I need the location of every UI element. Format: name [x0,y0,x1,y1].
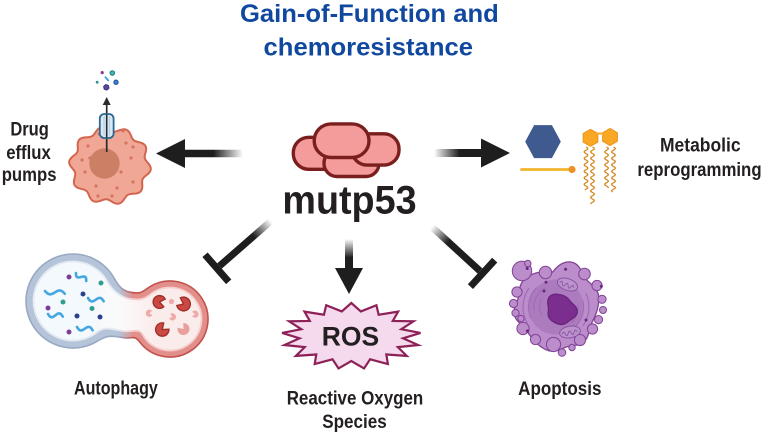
svg-text:Autophagy: Autophagy [74,379,158,400]
svg-text:Metabolic: Metabolic [660,136,741,157]
svg-text:reprogramming: reprogramming [637,160,761,181]
svg-text:pumps: pumps [2,165,57,186]
svg-text:Apoptosis: Apoptosis [518,379,601,400]
svg-text:mutp53: mutp53 [282,179,416,223]
svg-text:Species: Species [322,412,387,433]
svg-text:chemoresistance: chemoresistance [264,34,474,62]
svg-text:Gain-of-Function and: Gain-of-Function and [240,0,499,28]
svg-text:Reactive Oxygen: Reactive Oxygen [287,389,424,410]
svg-text:Drug: Drug [10,120,49,141]
svg-text:ROS: ROS [322,322,379,352]
svg-text:efflux: efflux [6,143,51,164]
